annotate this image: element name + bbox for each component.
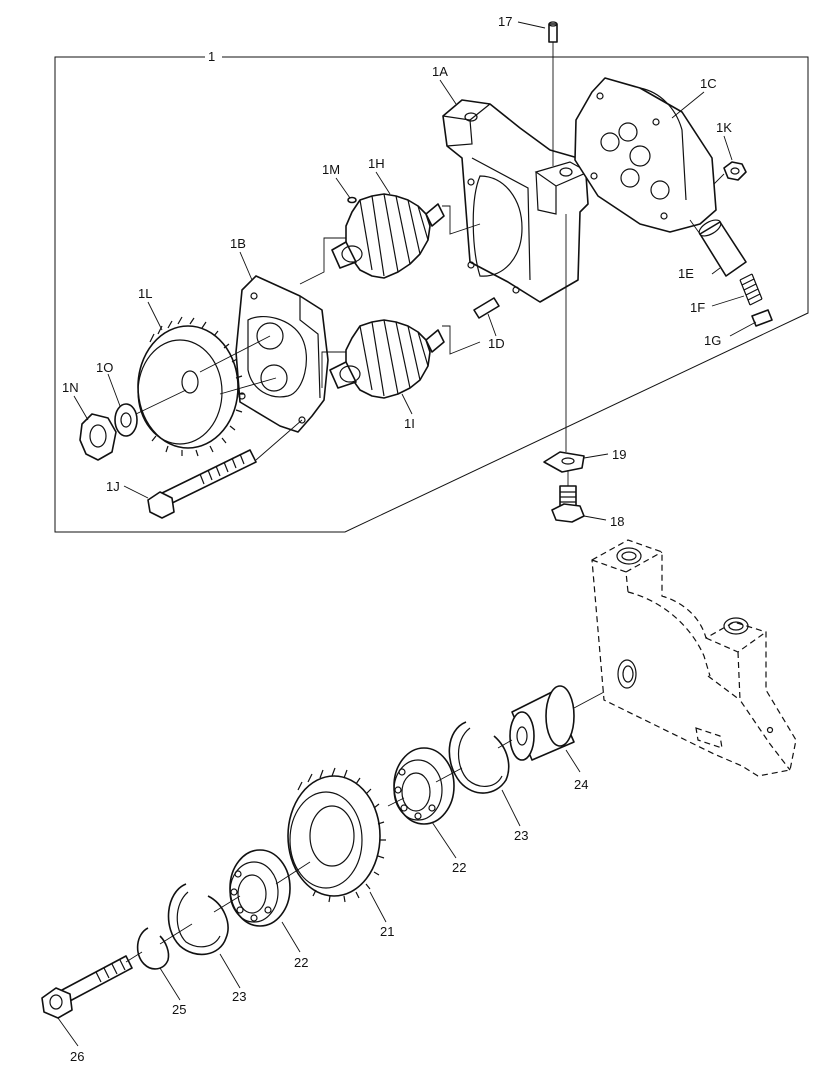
snap-ring-23-upper — [448, 721, 510, 794]
pin-17 — [548, 21, 558, 43]
label-17: 17 — [498, 14, 512, 29]
label-1J: 1J — [106, 479, 120, 494]
gear-1L — [137, 316, 244, 457]
bolt-1J — [147, 449, 257, 519]
label-1D: 1D — [488, 336, 505, 351]
label-1E: 1E — [678, 266, 694, 281]
label-1: 1 — [208, 49, 215, 64]
bearing-22-lower — [229, 849, 291, 927]
label-1I: 1I — [404, 416, 415, 431]
label-24: 24 — [574, 777, 588, 792]
bushing-24 — [509, 685, 575, 761]
label-1L: 1L — [138, 286, 152, 301]
label-25: 25 — [172, 1002, 186, 1017]
idler-gear-21 — [287, 767, 386, 903]
bolt-18 — [551, 485, 585, 523]
label-1F: 1F — [690, 300, 705, 315]
label-23b: 23 — [232, 989, 246, 1004]
label-22b: 22 — [294, 955, 308, 970]
plunger-1E — [698, 219, 747, 277]
dowel-1D — [473, 297, 500, 319]
nut-1K — [723, 161, 747, 181]
bolt-26 — [41, 955, 133, 1019]
snap-ring-23-lower — [167, 883, 229, 956]
label-1K: 1K — [716, 120, 732, 135]
label-1C: 1C — [700, 76, 717, 91]
label-1M: 1M — [322, 162, 340, 177]
gear-1I — [329, 319, 445, 399]
label-22a: 22 — [452, 860, 466, 875]
gear-1H — [331, 193, 445, 279]
plate-1B — [235, 275, 329, 433]
washer-1O — [114, 403, 138, 437]
label-1B: 1B — [230, 236, 246, 251]
callout-labels: 1 17 1A 1C 1K 1M 1H 1B 1E 1L 1F 1D 1G 1O… — [62, 14, 732, 1064]
label-1N: 1N — [62, 380, 79, 395]
axis-lines-lower — [125, 691, 605, 963]
label-1G: 1G — [704, 333, 721, 348]
axis-lines-upper — [135, 42, 725, 486]
label-leaders — [57, 21, 757, 1047]
label-19: 19 — [612, 447, 626, 462]
bearing-22-upper — [393, 747, 455, 825]
plug-1G — [751, 309, 773, 327]
label-1H: 1H — [368, 156, 385, 171]
label-23a: 23 — [514, 828, 528, 843]
label-21: 21 — [380, 924, 394, 939]
label-1O: 1O — [96, 360, 113, 375]
cover-plate-1C — [574, 77, 717, 233]
label-1A: 1A — [432, 64, 448, 79]
dowel-1M — [347, 196, 357, 204]
label-18: 18 — [610, 514, 624, 529]
nut-1N — [79, 413, 117, 461]
spring-1F — [739, 273, 763, 306]
snap-ring-25 — [136, 927, 170, 970]
bearing-housing — [591, 539, 797, 777]
assembly-frame — [54, 56, 809, 533]
label-26: 26 — [70, 1049, 84, 1064]
washer-19 — [543, 451, 585, 473]
